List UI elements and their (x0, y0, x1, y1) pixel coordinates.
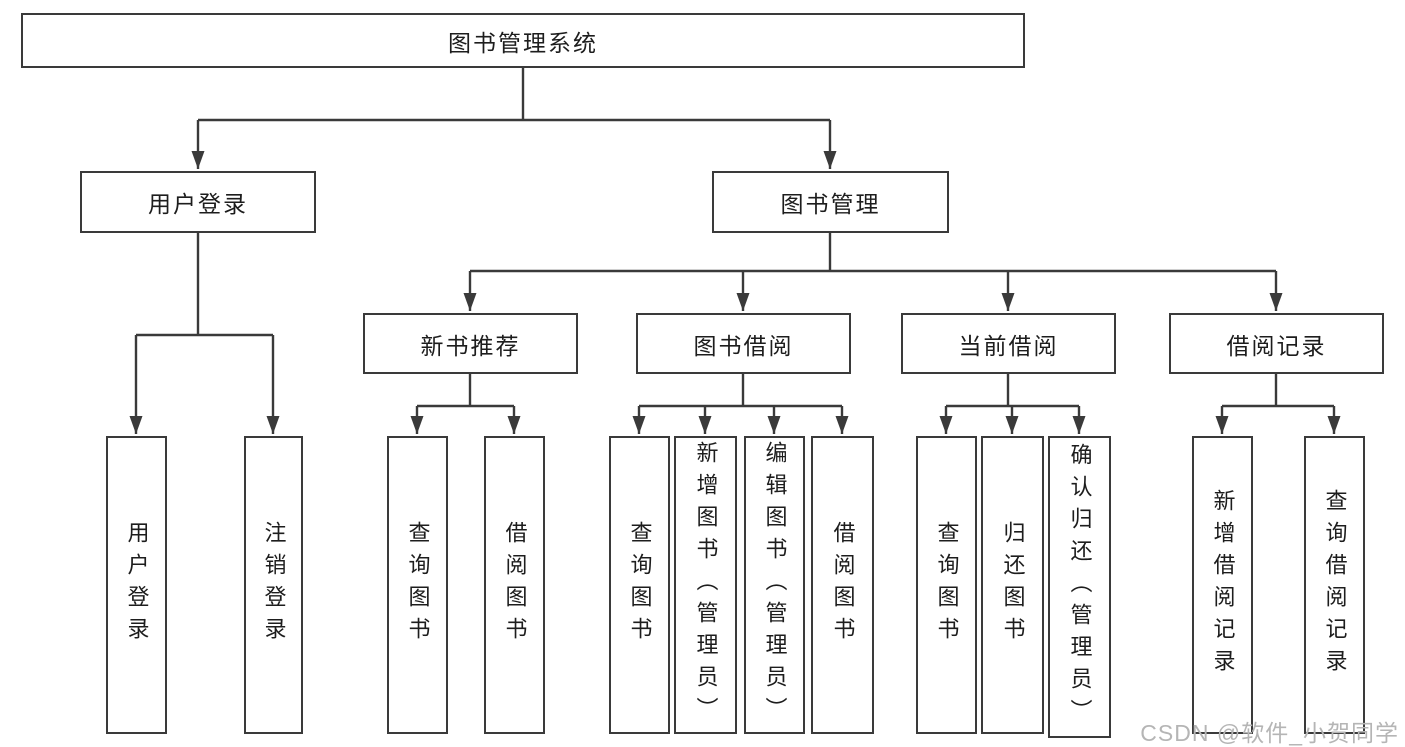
node-borrow-record: 借阅记录 (1169, 313, 1384, 374)
leaf-label: 查询借阅记录 (1322, 489, 1348, 681)
leaf-confirm-return-admin: 确认归还（管理员） (1048, 436, 1111, 738)
leaf-label: 借阅图书 (502, 521, 528, 649)
csdn-watermark: CSDN @软件_小贺同学 (1140, 720, 1399, 746)
node-label: 用户登录 (148, 191, 248, 217)
leaf-label: 用户登录 (124, 521, 150, 649)
leaf-add-borrow-record: 新增借阅记录 (1192, 436, 1253, 734)
leaf-user-login: 用户登录 (106, 436, 167, 734)
leaf-add-books-admin: 新增图书（管理员） (674, 436, 737, 734)
leaf-label: 新增借阅记录 (1210, 489, 1236, 681)
node-library-management-system: 图书管理系统 (21, 13, 1025, 68)
node-label: 当前借阅 (958, 332, 1059, 359)
branch-borrow-record (1215, 374, 1341, 434)
branch-book-borrow (632, 374, 849, 434)
leaf-query-books-2: 查询图书 (609, 436, 670, 734)
leaf-label: 归还图书 (1000, 521, 1026, 649)
leaf-label: 编辑图书（管理员） (762, 441, 788, 729)
leaf-edit-books-admin: 编辑图书（管理员） (744, 436, 805, 734)
leaf-query-books-3: 查询图书 (916, 436, 977, 734)
leaf-borrow-books-2: 借阅图书 (811, 436, 874, 734)
leaf-logout: 注销登录 (244, 436, 303, 734)
leaf-return-books: 归还图书 (981, 436, 1044, 734)
leaf-query-borrow-record: 查询借阅记录 (1304, 436, 1365, 734)
leaf-label: 查询图书 (627, 521, 653, 649)
branch-current-borrow (939, 374, 1086, 434)
leaf-label: 查询图书 (405, 521, 431, 649)
branch-root (191, 68, 837, 169)
node-label: 新书推荐 (420, 332, 521, 359)
leaf-label: 查询图书 (934, 521, 960, 649)
leaf-borrow-books-1: 借阅图书 (484, 436, 545, 734)
node-current-borrow: 当前借阅 (901, 313, 1116, 374)
branch-book-management (463, 233, 1283, 311)
branch-new-book (410, 374, 521, 434)
node-label: 图书借阅 (693, 332, 794, 359)
node-label: 图书管理 (780, 191, 881, 217)
node-user-login: 用户登录 (80, 171, 316, 233)
leaf-label: 新增图书（管理员） (693, 441, 719, 729)
node-label: 图书管理系统 (448, 29, 598, 56)
leaf-label: 注销登录 (261, 521, 287, 649)
node-label: 借阅记录 (1226, 332, 1327, 359)
branch-user-login (129, 233, 280, 434)
node-new-book-recommend: 新书推荐 (363, 313, 578, 374)
leaf-label: 借阅图书 (830, 521, 856, 649)
node-book-borrow: 图书借阅 (636, 313, 851, 374)
leaf-label: 确认归还（管理员） (1067, 443, 1093, 731)
node-book-management: 图书管理 (712, 171, 949, 233)
leaf-query-books-1: 查询图书 (387, 436, 448, 734)
